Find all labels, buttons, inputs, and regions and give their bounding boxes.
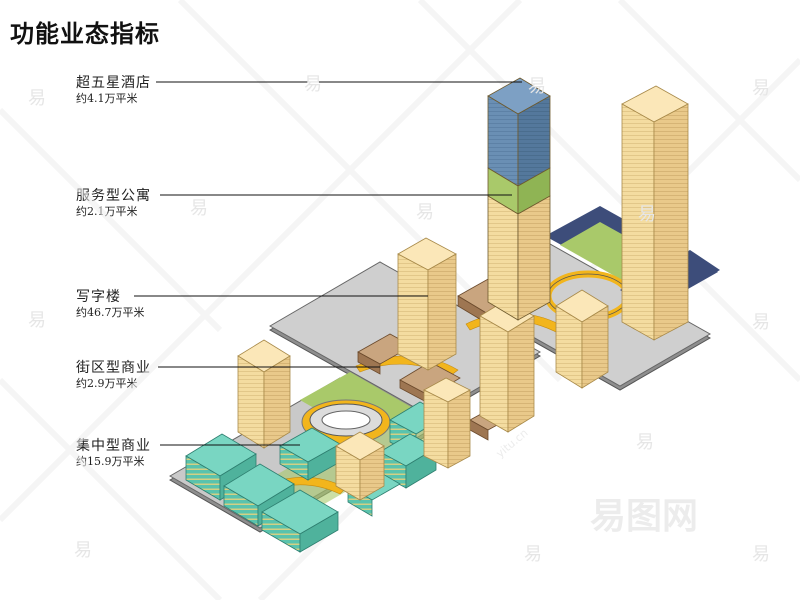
office-tower-front-a	[423, 377, 471, 469]
watermark-glyph: 易	[416, 202, 434, 223]
watermark-glyphs: 易 易 易 易 易 易 易 易 易 易 易 易 易	[28, 74, 770, 565]
office-tower-left	[237, 339, 291, 449]
office-tower-front-b	[335, 431, 385, 501]
leader-lines	[134, 81, 522, 446]
label-mall-name: 集中型商业	[76, 438, 151, 454]
office-tower-back-right	[621, 85, 689, 341]
label-street-retail-name: 街区型商业	[76, 360, 151, 376]
watermark-glyph: 易	[638, 204, 656, 225]
watermark-glyph: 易	[636, 432, 654, 453]
label-hotel-name: 超五星酒店	[76, 75, 151, 91]
page-title: 功能业态指标	[10, 20, 160, 48]
label-office-name: 写字楼	[76, 289, 121, 305]
label-apartment: 服务型公寓 约2.1万平米	[76, 187, 151, 218]
watermark-glyph: 易	[752, 312, 770, 333]
label-apartment-name: 服务型公寓	[76, 188, 151, 204]
watermark-glyph: 易	[28, 88, 46, 109]
office-tower-mid	[397, 237, 457, 371]
label-street-retail: 街区型商业 约2.9万平米	[76, 359, 151, 390]
watermark-glyph: 易	[304, 74, 322, 95]
label-hotel-area: 约4.1万平米	[76, 92, 138, 105]
label-office-area: 约46.7万平米	[76, 306, 145, 319]
watermark-glyph: 易	[74, 540, 92, 561]
mall-cluster	[185, 401, 447, 553]
label-mall-area: 约15.9万平米	[76, 455, 145, 468]
watermark-glyph: 易	[528, 76, 546, 97]
label-apartment-area: 约2.1万平米	[76, 205, 138, 218]
watermark-url: yitu.cn	[494, 426, 531, 460]
watermark-glyph: 易	[752, 78, 770, 99]
watermark-brand: 易图网	[590, 496, 698, 537]
office-tower-center	[479, 299, 535, 433]
watermark-glyph: 易	[28, 310, 46, 331]
label-hotel: 超五星酒店 约4.1万平米	[76, 74, 151, 105]
watermark-glyph: 易	[524, 544, 542, 565]
office-tower-right	[555, 289, 609, 389]
label-office: 写字楼 约46.7万平米	[76, 288, 145, 319]
stadium-oval	[301, 399, 391, 445]
watermark-glyph: 易	[752, 544, 770, 565]
label-mall: 集中型商业 约15.9万平米	[76, 437, 151, 468]
watermark-glyph: 易	[190, 198, 208, 219]
hotel-tower	[487, 77, 551, 321]
label-street-retail-area: 约2.9万平米	[76, 377, 138, 390]
